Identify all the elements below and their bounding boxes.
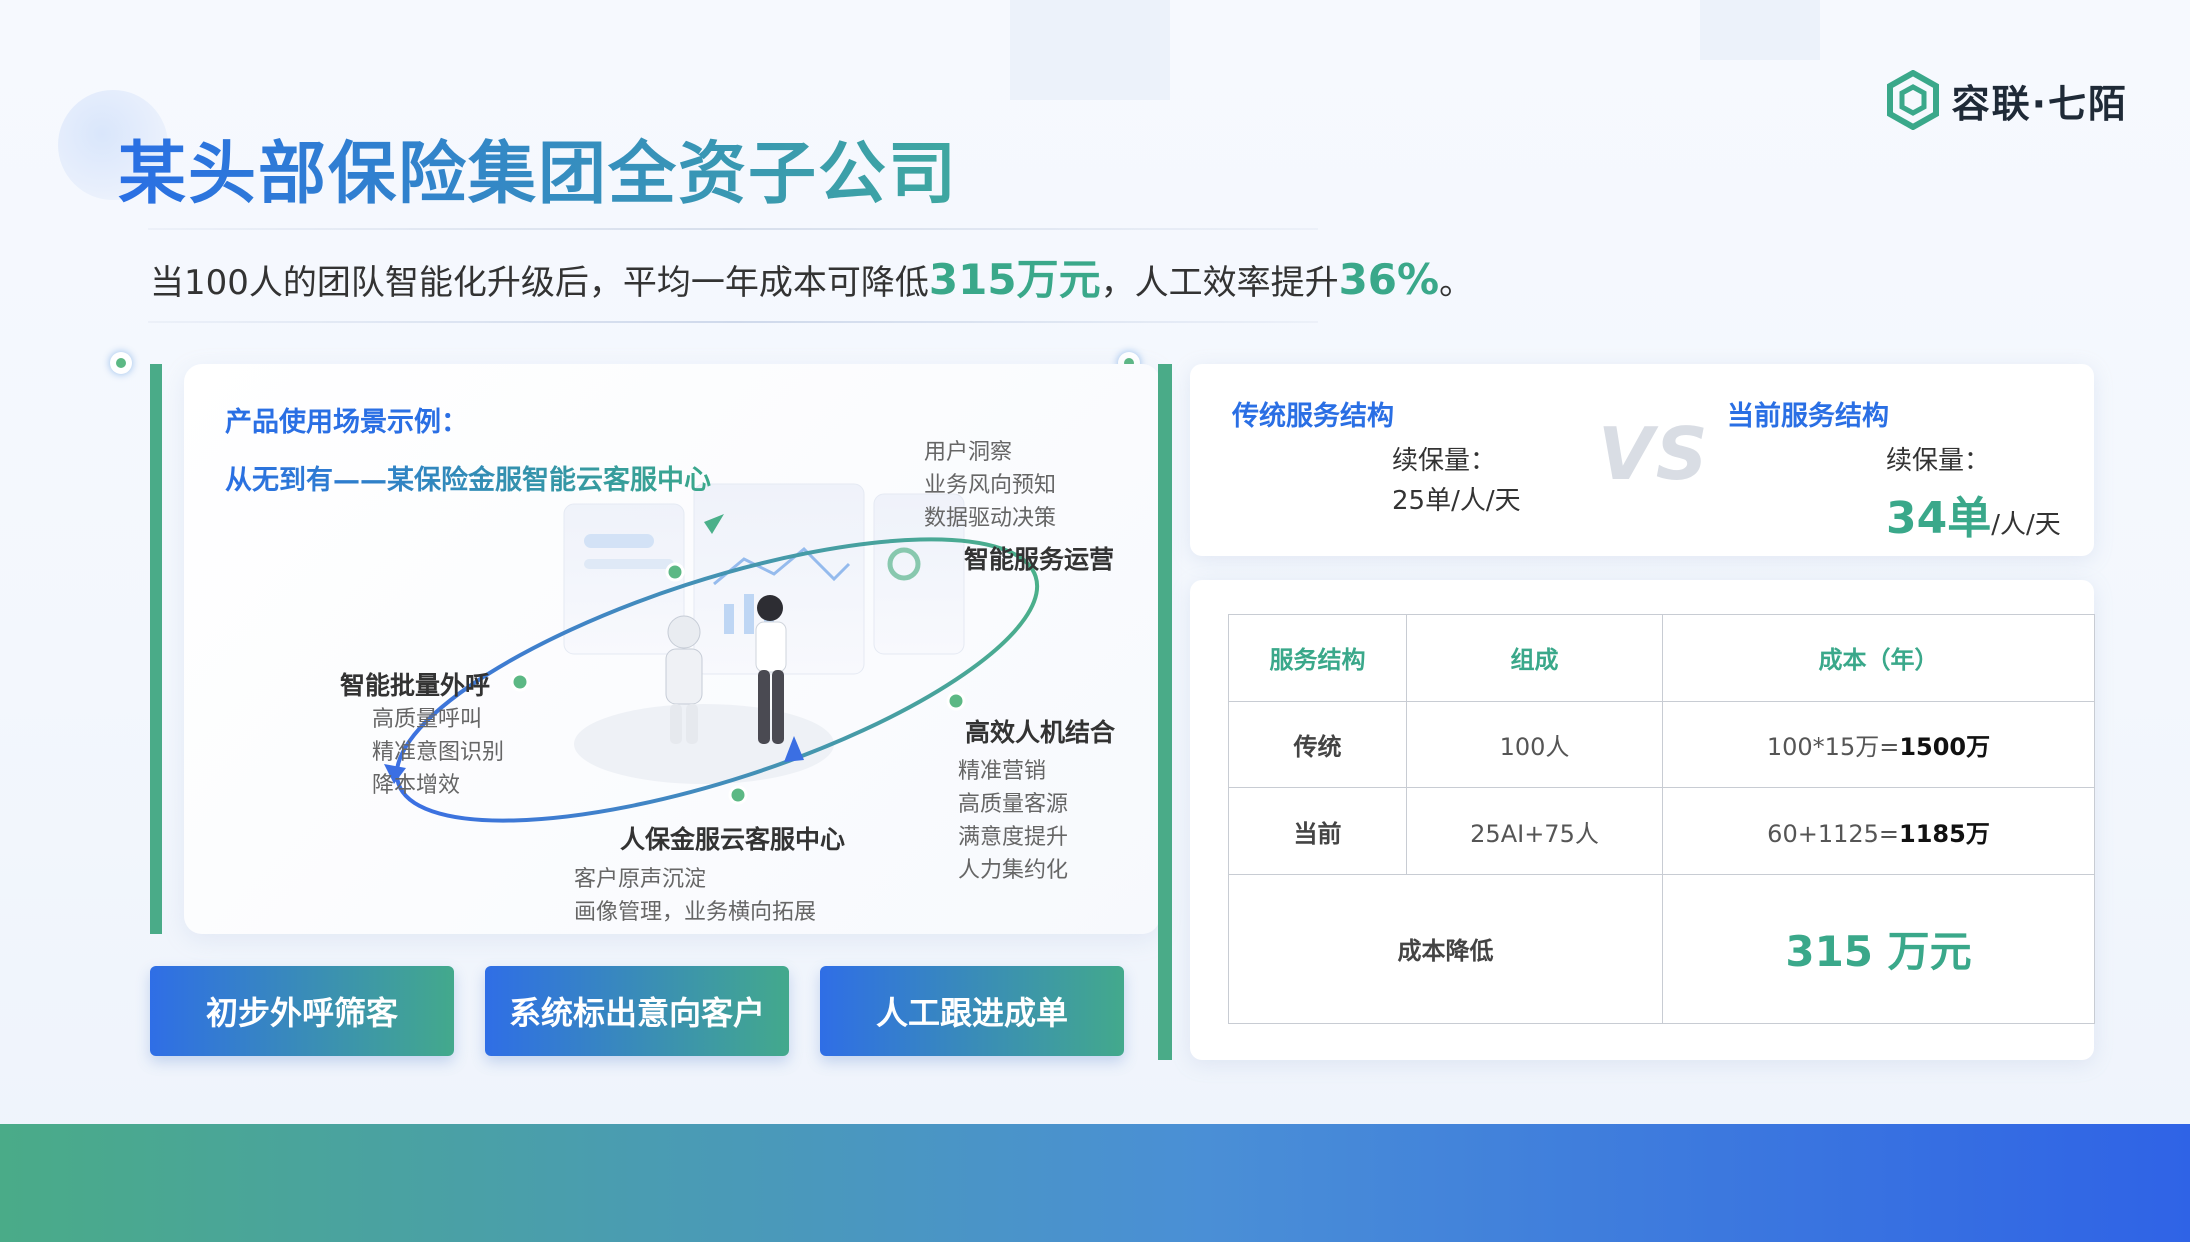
traditional-heading: 传统服务结构 bbox=[1232, 401, 1394, 432]
node-item: 满意度提升 bbox=[958, 825, 1069, 850]
node-outbound-title: 智能批量外呼 bbox=[340, 671, 491, 700]
comparison-card bbox=[1190, 364, 2094, 556]
scene-illustration bbox=[384, 483, 1040, 823]
row-cost: 60+1125=1185万 bbox=[1662, 787, 2095, 875]
node-dot bbox=[510, 672, 530, 692]
dot-marker bbox=[110, 352, 132, 374]
node-dot bbox=[728, 785, 748, 805]
node-item: 高质量客源 bbox=[958, 792, 1069, 817]
saving-label: 成本降低 bbox=[1228, 873, 1663, 1025]
node-center-items: 客户原声沉淀 画像管理，业务横向拓展 bbox=[574, 863, 816, 929]
summary-part: 。 bbox=[1439, 263, 1474, 303]
scene-subheading: 从无到有——某保险金服智能云客服中心 bbox=[225, 458, 711, 497]
node-item: 数据驱动决策 bbox=[924, 506, 1057, 531]
row-cost: 100*15万=1500万 bbox=[1662, 700, 2095, 789]
cost-formula: 100*15万= bbox=[1766, 732, 1900, 761]
column-header: 组成 bbox=[1406, 614, 1663, 702]
decorative-block bbox=[1010, 0, 1170, 100]
node-item: 业务风向预知 bbox=[924, 473, 1057, 498]
column-header: 成本（年） bbox=[1662, 614, 2095, 702]
table-row: 传统 100人 100*15万=1500万 bbox=[1228, 700, 2095, 789]
node-dot bbox=[665, 562, 685, 582]
saving-value: 315 万元 bbox=[1662, 873, 2095, 1025]
node-item: 客户原声沉淀 bbox=[574, 867, 707, 892]
node-item: 降本增效 bbox=[372, 773, 461, 798]
table-header-row: 服务结构 组成 成本（年） bbox=[1228, 614, 2095, 702]
current-value: 34单/人/天 bbox=[1886, 482, 2061, 546]
node-ops-items: 用户洞察 业务风向预知 数据驱动决策 bbox=[924, 436, 1056, 535]
row-composition: 100人 bbox=[1406, 700, 1663, 789]
node-outbound-items: 高质量呼叫 精准意图识别 降本增效 bbox=[372, 703, 504, 802]
table-row: 当前 25AI+75人 60+1125=1185万 bbox=[1228, 787, 2095, 875]
node-item: 精准意图识别 bbox=[372, 740, 505, 765]
step-outbound-screening[interactable]: 初步外呼筛客 bbox=[150, 966, 454, 1056]
decorative-circle bbox=[58, 90, 168, 200]
cost-total: 1185万 bbox=[1899, 819, 1990, 848]
accent-bar bbox=[150, 364, 162, 934]
node-ops-title: 智能服务运营 bbox=[964, 545, 1115, 574]
current-value-unit: /人/天 bbox=[1991, 510, 2061, 540]
cost-table: 服务结构 组成 成本（年） 传统 100人 100*15万=1500万 当前 2… bbox=[1228, 614, 2095, 1025]
node-hybrid-title: 高效人机结合 bbox=[965, 718, 1116, 747]
node-hybrid-items: 精准营销 高质量客源 满意度提升 人力集约化 bbox=[958, 755, 1068, 887]
traditional-label: 续保量： bbox=[1392, 446, 1497, 476]
node-item: 人力集约化 bbox=[958, 858, 1069, 883]
node-item: 高质量呼叫 bbox=[372, 707, 483, 732]
page-title: 某头部保险集团全资子公司 bbox=[118, 118, 958, 217]
current-value-number: 34单 bbox=[1886, 493, 1992, 544]
summary-part: 当100人的团队智能化升级后，平均一年成本可降低 bbox=[150, 263, 929, 303]
decorative-block bbox=[1700, 0, 1820, 60]
scene-heading: 产品使用场景示例： bbox=[225, 407, 468, 438]
summary-text: 当100人的团队智能化升级后，平均一年成本可降低315万元，人工效率提升36%。 bbox=[150, 252, 1473, 311]
step-mark-intent[interactable]: 系统标出意向客户 bbox=[485, 966, 789, 1056]
column-header: 服务结构 bbox=[1228, 614, 1407, 702]
step-manual-followup[interactable]: 人工跟进成单 bbox=[820, 966, 1124, 1056]
table-row: 成本降低 315 万元 bbox=[1228, 873, 2095, 1025]
vs-label: VS bbox=[1598, 412, 1710, 496]
current-heading: 当前服务结构 bbox=[1727, 401, 1889, 432]
node-dot bbox=[946, 691, 966, 711]
row-name: 当前 bbox=[1228, 787, 1407, 875]
cost-total: 1500万 bbox=[1899, 732, 1991, 761]
node-item: 画像管理，业务横向拓展 bbox=[574, 900, 817, 925]
summary-divider bbox=[148, 321, 1318, 323]
hexagon-logo-icon bbox=[1886, 70, 1939, 130]
accent-bar bbox=[1158, 364, 1172, 1060]
current-label: 续保量： bbox=[1886, 446, 1991, 476]
summary-highlight-efficiency: 36% bbox=[1338, 255, 1440, 304]
dashboard-screens bbox=[563, 483, 965, 675]
node-item: 精准营销 bbox=[958, 759, 1047, 784]
footer-band bbox=[0, 1124, 2190, 1242]
row-composition: 25AI+75人 bbox=[1406, 787, 1663, 875]
traditional-value: 25单/人/天 bbox=[1392, 486, 1521, 516]
node-item: 用户洞察 bbox=[924, 440, 1013, 465]
node-center-title: 人保金服云客服中心 bbox=[620, 825, 846, 854]
brand-name: 容联·七陌 bbox=[1951, 81, 2128, 126]
robot-and-person-figure bbox=[574, 595, 834, 784]
cost-formula: 60+1125= bbox=[1767, 819, 1900, 848]
summary-highlight-saving: 315万元 bbox=[928, 255, 1101, 304]
summary-part: ，人工效率提升 bbox=[1100, 263, 1339, 303]
brand-logo: 容联·七陌 bbox=[1886, 70, 2128, 130]
row-name: 传统 bbox=[1228, 700, 1407, 789]
title-divider bbox=[148, 228, 1318, 230]
